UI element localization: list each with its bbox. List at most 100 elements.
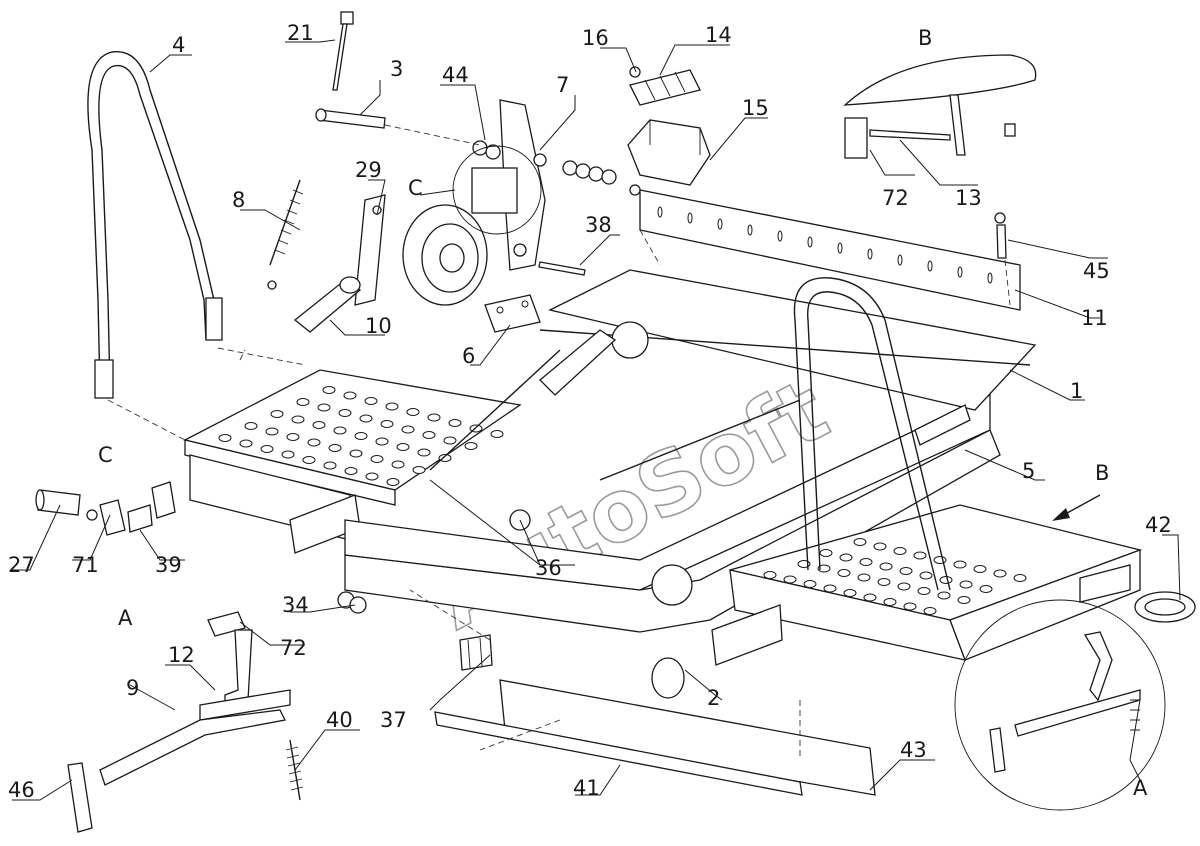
grate-hole	[260, 445, 274, 453]
plate-6	[484, 294, 541, 333]
grate-hole	[218, 434, 232, 442]
view-b-seat	[843, 54, 1037, 159]
callout-44: 44	[442, 63, 469, 87]
grate-hole	[328, 444, 342, 452]
grate-hole	[365, 472, 379, 481]
grate-hole	[819, 549, 833, 557]
grate-hole	[863, 593, 877, 602]
grate-hole	[385, 402, 399, 411]
assembly-lines	[107, 124, 1011, 760]
callout-38: 38	[585, 213, 612, 237]
grate-hole	[427, 413, 441, 422]
pedal-assembly-a	[67, 611, 304, 833]
front-platform-right	[711, 504, 1143, 666]
grate-hole	[265, 427, 279, 436]
grate-hole	[937, 591, 951, 600]
grate-hole	[823, 584, 837, 593]
grate-hole	[867, 248, 873, 260]
view-label-c-left: C	[98, 443, 113, 467]
view-label-a-right: A	[1133, 776, 1148, 800]
leader-lines	[12, 39, 1181, 801]
pin-38	[538, 261, 586, 276]
grate-hole	[422, 431, 436, 439]
grate-hole	[380, 420, 394, 428]
grate-hole	[338, 409, 352, 417]
callout-43: 43	[900, 738, 927, 762]
grate-hole	[333, 426, 347, 435]
callout-71: 71	[72, 553, 99, 577]
grate-hole	[979, 585, 993, 593]
grate-hole	[239, 439, 253, 448]
grate-hole	[270, 410, 284, 418]
spring-8	[267, 179, 304, 290]
grate-hole	[903, 602, 917, 611]
grate-hole	[359, 414, 373, 423]
grate-hole	[1013, 574, 1027, 582]
grate-holes-right	[763, 538, 1027, 615]
grate-hole	[448, 419, 462, 427]
grate-hole	[837, 242, 843, 254]
grate-hole	[354, 432, 368, 440]
grate-hole	[286, 433, 300, 441]
callout-8: 8	[232, 188, 245, 212]
callout-41: 41	[573, 776, 600, 800]
grate-hole	[302, 456, 316, 464]
grate-hole	[349, 449, 363, 458]
grate-hole	[897, 254, 903, 266]
grate-hole	[957, 266, 963, 278]
grate-hole	[322, 386, 336, 394]
grate-hole	[893, 547, 907, 555]
grate-hole	[917, 587, 931, 595]
plugs-34	[337, 591, 367, 614]
callout-21: 21	[287, 21, 314, 45]
grate-hole	[687, 212, 693, 224]
callout-9: 9	[126, 676, 139, 700]
view-c-parts	[35, 481, 176, 536]
grate-hole	[747, 224, 753, 236]
grate-hole	[877, 578, 891, 586]
grate-hole	[853, 538, 867, 546]
grate-hole	[933, 556, 947, 564]
callout-11: 11	[1081, 306, 1108, 330]
callout-6: 6	[462, 344, 475, 368]
callout-3: 3	[390, 57, 403, 81]
grate-hole	[401, 425, 415, 434]
grate-hole	[244, 422, 258, 430]
rear-platform-left	[183, 369, 522, 554]
grate-hole	[343, 391, 357, 400]
rail-slots	[657, 206, 993, 284]
callout-42: 42	[1145, 513, 1172, 537]
grate-hole	[763, 571, 777, 579]
grate-hole	[873, 542, 887, 551]
grate-hole	[443, 436, 457, 445]
grate-hole	[783, 575, 797, 584]
grate-hole	[913, 551, 927, 560]
cap-2	[651, 657, 685, 699]
grate-hole	[899, 567, 913, 575]
bracket-37	[459, 634, 493, 671]
grate-hole	[375, 437, 389, 446]
grate-hole	[973, 565, 987, 573]
grate-hole	[317, 403, 331, 412]
grate-hole	[312, 421, 326, 429]
callout-10: 10	[365, 314, 392, 338]
grate-hole	[879, 562, 893, 571]
main-frame-1	[344, 269, 1037, 633]
grate-hole	[717, 218, 723, 230]
view-b-arrow	[1052, 494, 1101, 521]
callout-29: 29	[355, 158, 382, 182]
washers-44	[472, 140, 617, 185]
grate-hole	[817, 564, 831, 573]
bolt-21	[332, 11, 354, 91]
grate-hole	[417, 448, 431, 457]
grate-hole	[953, 560, 967, 569]
grate-hole	[777, 230, 783, 242]
callout-2: 2	[707, 686, 720, 710]
grate-hole	[883, 598, 897, 606]
grate-holes-left	[218, 386, 504, 486]
grate-hole	[957, 596, 971, 604]
grate-hole	[657, 206, 663, 218]
panel-43	[499, 679, 876, 796]
grate-hole	[803, 580, 817, 588]
